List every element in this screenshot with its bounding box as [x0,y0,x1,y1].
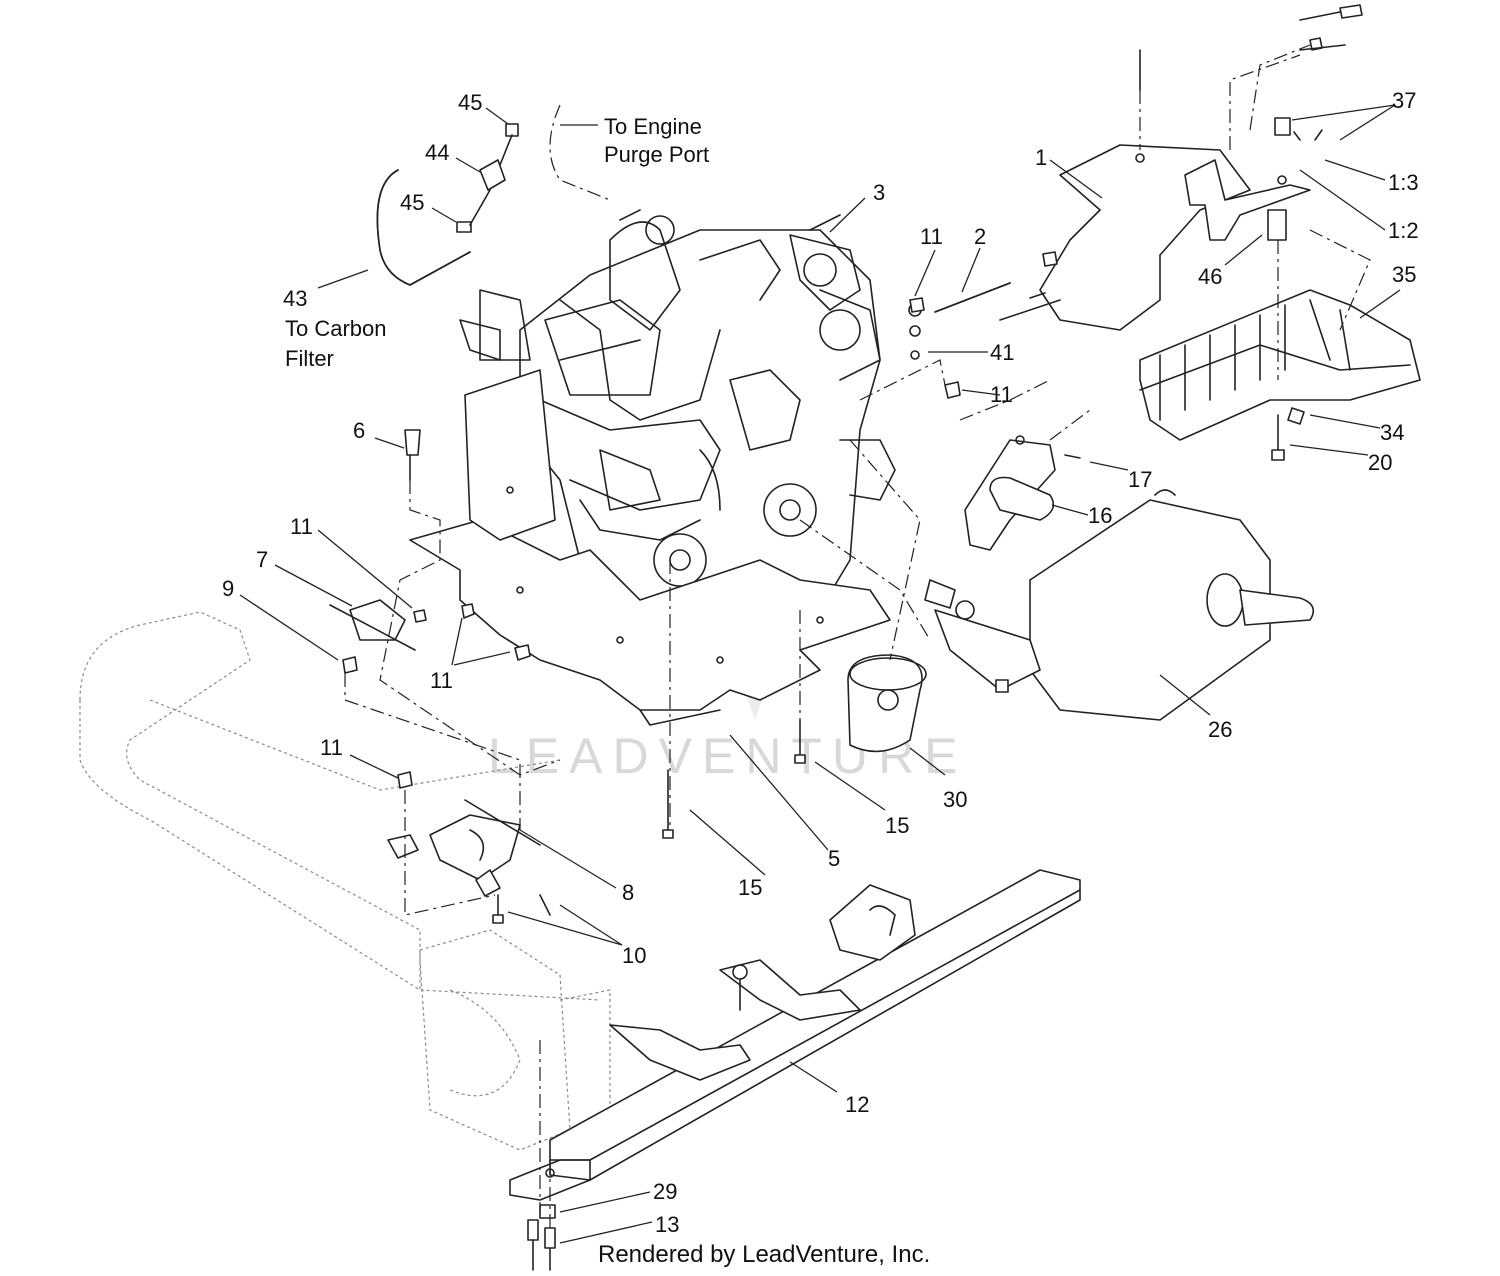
callout-label: 8 [622,880,634,905]
callout-label: Filter [285,346,334,371]
callout-label: 11 [290,514,313,539]
callout-label: 3 [873,180,885,205]
callout-label: 11 [920,224,943,249]
callout-label: 37 [1392,88,1416,113]
callout-label: 17 [1128,467,1152,492]
callout-label: 34 [1380,420,1404,445]
isolator-mounts [329,599,541,897]
callout-label: 16 [1088,503,1112,528]
rear-frame-bar [509,869,1081,1201]
muffler-bracket-and-guard [1039,144,1421,461]
callout-label: 30 [943,787,967,812]
callout-label: 11 [430,668,453,693]
engine-mount-plate [409,369,891,726]
callout-label: 44 [425,140,449,165]
callout-label: Purge Port [604,142,709,167]
callout-label: 15 [738,875,762,900]
callout-label: To Engine [604,114,702,139]
callout-label: 6 [353,418,365,443]
callout-label: 11 [990,382,1013,407]
callout-label: 26 [1208,717,1232,742]
footer-credit: Rendered by LeadVenture, Inc. [598,1241,930,1268]
callout-label: 46 [1198,264,1222,289]
callout-label: 10 [622,943,646,968]
frame-outline-ghost [79,611,611,1151]
callout-label: 2 [974,224,986,249]
callout-label: 43 [283,286,307,311]
callout-label: 1:3 [1388,170,1419,195]
callout-label: 7 [256,547,268,572]
callout-label: To Carbon [285,316,387,341]
callout-label: 13 [655,1212,679,1237]
callout-label: 41 [990,340,1014,365]
callout-label: 20 [1368,450,1392,475]
callout-label: 29 [653,1179,677,1204]
callout-label: 12 [845,1092,869,1117]
engine-assembly [459,209,896,641]
assembly-lines [344,44,1371,1230]
muffler-and-filter [847,435,1315,753]
callout-label: 15 [885,813,909,838]
callout-label: 9 [222,576,234,601]
callout-label: 1 [1035,145,1047,170]
callout-label: 35 [1392,262,1416,287]
leader-lines [239,104,1401,1244]
callout-label: 11 [320,735,343,760]
callout-label: 45 [458,90,482,115]
callout-label: 5 [828,846,840,871]
callout-label: 1:2 [1388,218,1419,243]
fasteners [342,4,1363,1271]
callout-label: 45 [400,190,424,215]
